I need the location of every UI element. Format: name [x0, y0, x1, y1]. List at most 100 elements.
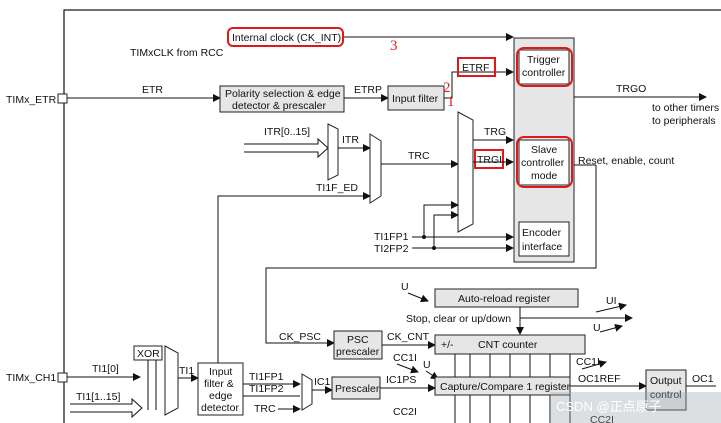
- etrf-label: ETRF: [462, 62, 489, 74]
- ti1fp1-junction: [422, 235, 426, 239]
- timx-ch1-label: TIMx_CH1: [6, 372, 56, 384]
- autoreload-box: [434, 288, 579, 308]
- cnt-counter-label: CNT counter: [478, 339, 538, 351]
- slave-controller-label-1: Slave: [531, 144, 557, 156]
- itr-range-label: ITR[0..15]: [264, 126, 310, 138]
- slave-controller-label-2: controller: [521, 157, 565, 169]
- ti2fp2-label: TI2FP2: [374, 243, 409, 255]
- output-label-1: Output: [650, 375, 682, 387]
- timx-ch1-pin: [57, 372, 68, 383]
- ti1-0-label: TI1[0]: [92, 363, 119, 375]
- u-label-3: U: [423, 359, 431, 371]
- cc1i-top-label: CC1I: [393, 352, 417, 364]
- psc-prescaler-box: [333, 330, 383, 360]
- trg-label: TRG: [484, 126, 506, 138]
- trigger-controller-label-2: controller: [522, 67, 566, 79]
- timxclk-label: TIMxCLK from RCC: [130, 47, 224, 59]
- annotation-1: 1: [447, 94, 455, 110]
- etrp-label: ETRP: [354, 84, 382, 96]
- u-arrow-2: [599, 323, 623, 333]
- slave-controller-label-3: mode: [531, 170, 557, 182]
- timx-etr-label: TIMx_ETR: [6, 94, 57, 106]
- ti1fp1-to-mux: [423, 201, 459, 237]
- to-peripherals-label: to peripherals: [652, 115, 716, 127]
- itr-bus-arrow: [244, 137, 329, 159]
- annotation-3: 3: [390, 38, 398, 54]
- polarity-box: [219, 85, 345, 113]
- cc1i-right-label: CC1I: [576, 356, 600, 368]
- csdn-watermark: CSDN @正点原子: [556, 399, 662, 414]
- trc-mux: [369, 133, 382, 204]
- ti1fp1-b-label: TI1FP1: [249, 371, 284, 383]
- ui-label: UI: [606, 295, 617, 307]
- cnt-dir-label: +/-: [441, 339, 454, 351]
- internal-clock-label: Internal clock (CK_INT): [232, 32, 341, 44]
- trigger-controller-label-1: Trigger: [527, 54, 560, 66]
- ic1ps-label: IC1PS: [386, 374, 416, 386]
- ti1-label: TI1: [179, 365, 194, 377]
- annotation-2: 2: [443, 80, 451, 96]
- slave-controller-box: [518, 139, 570, 186]
- if-label-1: Input: [209, 366, 232, 378]
- itr-mux: [327, 123, 339, 181]
- input-filter-edge-box: [197, 362, 244, 416]
- to-other-timers-label: to other timers: [652, 102, 719, 114]
- watermark-background: [550, 392, 721, 423]
- trgi-label: TRGI: [477, 154, 502, 166]
- polarity-label-1: Polarity selection & edge: [225, 88, 341, 100]
- slave-controller-highlight: [516, 136, 573, 188]
- trigger-controller-highlight: [516, 47, 573, 87]
- etr-label: ETR: [142, 84, 163, 96]
- cc1i-top-arrow: [396, 363, 419, 374]
- if-label-2: filter &: [204, 378, 234, 390]
- polarity-label-2: detector & prescaler: [232, 100, 326, 112]
- xor-label: XOR: [137, 348, 160, 360]
- oc1ref-label: OC1REF: [578, 373, 621, 385]
- u-label-1: U: [401, 281, 409, 293]
- psc-label-2: prescaler: [336, 346, 380, 358]
- itr-label: ITR: [342, 134, 359, 146]
- trigger-mux: [457, 111, 474, 233]
- psc-label-1: PSC: [347, 334, 369, 346]
- encoder-interface-box: [518, 221, 570, 257]
- ti1f-ed-label: TI1F_ED: [316, 182, 358, 194]
- ic1-mux: [301, 373, 313, 411]
- encoder-label-1: Encoder: [522, 227, 562, 239]
- ti1fp2-b-label: TI1FP2: [249, 383, 284, 395]
- trigger-controller-box: [518, 49, 570, 85]
- u-label-2: U: [593, 322, 601, 334]
- autoreload-label: Auto-reload register: [458, 293, 551, 305]
- timx-etr-pin: [57, 93, 68, 104]
- ti2fp2-junction: [432, 246, 436, 250]
- ic1-label: IC1: [314, 376, 331, 388]
- input-filter-box: [387, 85, 445, 111]
- etrf-highlight: [457, 57, 496, 77]
- ch1-mux: [164, 345, 179, 416]
- prescaler-label: Prescaler: [335, 383, 380, 395]
- ck-cnt-label: CK_CNT: [387, 331, 430, 343]
- ti2fp2-to-mux: [433, 211, 459, 248]
- trgo-label: TRGO: [616, 83, 646, 95]
- cc1i-right-arrow: [581, 360, 607, 370]
- output-label-2: control: [650, 389, 682, 401]
- cc2i-label: CC2I: [393, 406, 417, 418]
- ck-psc-label: CK_PSC: [279, 331, 321, 343]
- trgi-highlight: [474, 149, 504, 169]
- input-filter-label: Input filter: [392, 93, 439, 105]
- trc-b-label: TRC: [254, 403, 276, 415]
- ti1-range-label: TI1[1..15]: [76, 391, 120, 403]
- encoder-label-2: interface: [522, 241, 562, 253]
- ti1fp1-label: TI1FP1: [374, 231, 409, 243]
- capture-compare-label: Capture/Compare 1 register: [440, 381, 571, 393]
- output-control-box: [645, 369, 687, 411]
- ti1-range-bus: [70, 397, 143, 419]
- ti1f-ed-line: [217, 192, 371, 365]
- etrf-route: [444, 68, 514, 99]
- u-arrow-1: [407, 292, 429, 303]
- cc2i-bottom-label: CC2I: [590, 414, 614, 423]
- stop-label: Stop, clear or up/down: [406, 313, 511, 325]
- ui-arrow: [595, 302, 627, 313]
- timer-boundary: [63, 9, 721, 423]
- if-label-3: edge: [209, 390, 233, 402]
